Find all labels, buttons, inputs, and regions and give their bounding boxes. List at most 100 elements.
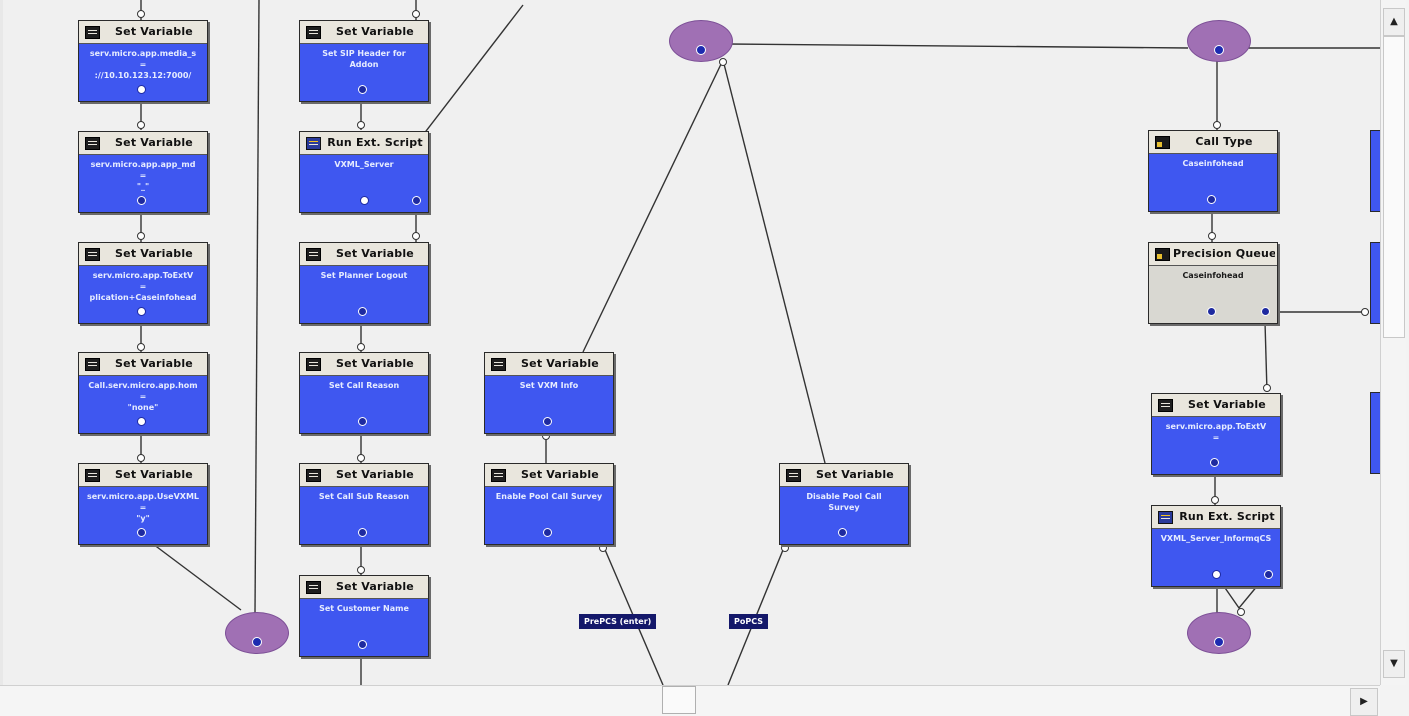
set-variable-node[interactable]: Set Variable Set Call Reason — [299, 352, 429, 434]
set-variable-node[interactable]: Set Variable serv.micro.app.app_md = "_" — [78, 131, 208, 213]
node-body: serv.micro.app.ToExtV = — [1165, 422, 1267, 442]
set-variable-icon — [1158, 399, 1173, 412]
output-port[interactable] — [358, 417, 367, 426]
set-variable-icon — [306, 248, 321, 261]
node-title: Set Variable — [336, 357, 414, 370]
node-body: Enable Pool Call Survey — [495, 492, 603, 501]
output-port[interactable] — [358, 307, 367, 316]
horizontal-scrollbar[interactable]: ▶ — [0, 685, 1380, 716]
set-variable-node[interactable]: Set Variable serv.micro.app.UseVXML = "y… — [78, 463, 208, 545]
node-body: Set VXM Info — [519, 381, 579, 390]
node-title: Set Variable — [115, 247, 193, 260]
node-body: Caseinfohead — [1182, 159, 1244, 168]
node-title: Set Variable — [336, 247, 414, 260]
node-body: serv.micro.app.app_md = "_" — [90, 160, 196, 191]
output-port[interactable] — [358, 528, 367, 537]
node-title: Set Variable — [115, 25, 193, 38]
scroll-down-arrow[interactable]: ▼ — [1383, 650, 1405, 678]
node-body: Call.serv.micro.app.hom = "none" — [88, 381, 198, 412]
offscreen-node[interactable] — [1370, 392, 1383, 474]
node-body: VXML_Server — [334, 160, 394, 169]
failure-port[interactable] — [412, 196, 421, 205]
output-port[interactable] — [137, 196, 146, 205]
output-port[interactable] — [543, 528, 552, 537]
scroll-up-arrow[interactable]: ▲ — [1383, 8, 1405, 36]
connector-port[interactable] — [1214, 45, 1224, 55]
set-variable-node[interactable]: Set Variable Set VXM Info — [484, 352, 614, 434]
output-port[interactable] — [137, 528, 146, 537]
output-port[interactable] — [358, 85, 367, 94]
output-port[interactable] — [543, 417, 552, 426]
set-variable-node[interactable]: Set Variable serv.micro.app.ToExtV = — [1151, 393, 1281, 475]
node-body: serv.micro.app.media_s = ://10.10.123.12… — [89, 49, 197, 80]
connector-node[interactable] — [1187, 20, 1251, 62]
set-variable-icon — [85, 248, 100, 261]
set-variable-node[interactable]: Set Variable serv.micro.app.media_s = :/… — [78, 20, 208, 102]
output-port[interactable] — [1210, 458, 1219, 467]
vertical-scrollbar[interactable]: ▲ ▼ — [1380, 0, 1406, 685]
output-port[interactable] — [838, 528, 847, 537]
success-port[interactable] — [1212, 570, 1221, 579]
set-variable-node[interactable]: Set Variable Call.serv.micro.app.hom = "… — [78, 352, 208, 434]
node-title: Call Type — [1195, 135, 1253, 148]
connector-node[interactable] — [669, 20, 733, 62]
success-port[interactable] — [1207, 307, 1216, 316]
node-title: Set Variable — [816, 468, 894, 481]
offscreen-node[interactable] — [1370, 130, 1383, 212]
vertical-scroll-thumb[interactable] — [1383, 36, 1405, 338]
set-variable-icon — [85, 26, 100, 39]
set-variable-node[interactable]: Set Variable serv.micro.app.ToExtV = pli… — [78, 242, 208, 324]
set-variable-icon — [85, 358, 100, 371]
set-variable-icon — [85, 137, 100, 150]
node-title: Set Variable — [115, 136, 193, 149]
set-variable-node[interactable]: Set Variable Set SIP Header for Addon — [299, 20, 429, 102]
script-canvas[interactable]: Set Variable serv.micro.app.media_s = :/… — [0, 0, 1383, 685]
horizontal-scroll-thumb[interactable] — [662, 686, 696, 714]
set-variable-icon — [306, 358, 321, 371]
run-ext-script-node[interactable]: Run Ext. Script VXML_Server_InformqCS — [1151, 505, 1281, 587]
node-body: Set Customer Name — [319, 604, 409, 613]
set-variable-icon — [85, 469, 100, 482]
node-body: Caseinfohead — [1182, 271, 1244, 280]
node-body: VXML_Server_InformqCS — [1160, 534, 1272, 543]
node-title: Precision Queue — [1173, 247, 1275, 260]
failure-port[interactable] — [1264, 570, 1273, 579]
output-port[interactable] — [1207, 195, 1216, 204]
connector-port[interactable] — [696, 45, 706, 55]
set-variable-node[interactable]: Set Variable Enable Pool Call Survey — [484, 463, 614, 545]
failure-port[interactable] — [1261, 307, 1270, 316]
connector-port[interactable] — [252, 637, 262, 647]
node-title: Set Variable — [521, 468, 599, 481]
success-port[interactable] — [360, 196, 369, 205]
connector-node[interactable] — [225, 612, 289, 654]
precision-queue-node[interactable]: Precision Queue Caseinfohead — [1148, 242, 1278, 324]
node-title: Set Variable — [115, 468, 193, 481]
set-variable-node[interactable]: Set Variable Set Customer Name — [299, 575, 429, 657]
node-title: Run Ext. Script — [1179, 510, 1275, 523]
run-ext-script-node[interactable]: Run Ext. Script VXML_Server — [299, 131, 429, 213]
scroll-right-arrow[interactable]: ▶ — [1350, 688, 1378, 716]
node-body: serv.micro.app.UseVXML = "y" — [86, 492, 200, 523]
connector-node[interactable] — [1187, 612, 1251, 654]
output-port[interactable] — [358, 640, 367, 649]
set-variable-icon — [786, 469, 801, 482]
output-port[interactable] — [137, 307, 146, 316]
offscreen-node[interactable] — [1370, 242, 1383, 324]
output-port[interactable] — [137, 85, 146, 94]
output-port[interactable] — [137, 417, 146, 426]
node-body: Set SIP Header for Addon — [322, 49, 406, 69]
branch-label: PoPCS — [729, 614, 769, 629]
connector-port[interactable] — [1214, 637, 1224, 647]
call-type-icon — [1155, 136, 1170, 149]
set-variable-node[interactable]: Set Variable Set Call Sub Reason — [299, 463, 429, 545]
set-variable-node[interactable]: Set Variable Disable Pool Call Survey — [779, 463, 909, 545]
set-variable-icon — [306, 26, 321, 39]
connection-lines — [137, 0, 1383, 685]
set-variable-icon — [306, 581, 321, 594]
call-type-node[interactable]: Call Type Caseinfohead — [1148, 130, 1278, 212]
node-title: Set Variable — [1188, 398, 1266, 411]
node-title: Set Variable — [115, 357, 193, 370]
node-title: Set Variable — [336, 468, 414, 481]
run-ext-script-icon — [306, 137, 321, 150]
set-variable-node[interactable]: Set Variable Set Planner Logout — [299, 242, 429, 324]
